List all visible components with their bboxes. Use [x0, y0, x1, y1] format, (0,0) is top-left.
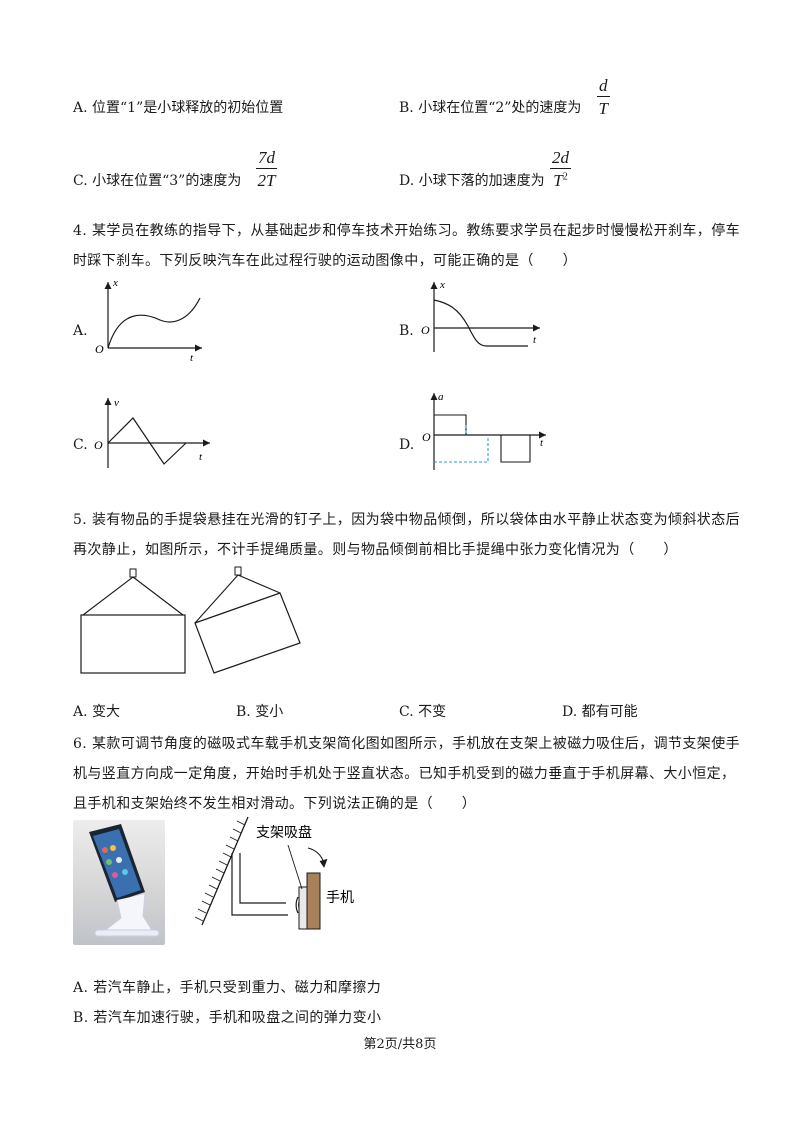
suction-cup	[295, 896, 299, 914]
q3-option-d-text: D. 小球下落的加速度为	[399, 173, 545, 189]
phone-block	[306, 872, 321, 930]
q4-graph-a-option-label: A.	[73, 323, 88, 339]
q6-option-a: A. 若汽车静止，手机只受到重力、磁力和摩擦力	[73, 980, 382, 996]
origin-label: O	[422, 430, 431, 444]
rope-left	[194, 574, 239, 624]
step-solid-positive	[434, 414, 467, 435]
fraction-denominator: 2T	[257, 171, 276, 190]
step-dashed-negative	[434, 435, 489, 463]
q4-graph-a: x t O	[95, 277, 202, 364]
mount-plate	[298, 886, 308, 930]
bracket-outer	[231, 853, 288, 916]
label-phone: 手机	[326, 890, 354, 906]
rope-left	[82, 576, 134, 616]
page-footer: 第2页/共8页	[363, 1037, 437, 1052]
bracket-inner	[239, 853, 286, 904]
q3-option-c-text: C. 小球在位置“3”的速度为	[73, 173, 242, 189]
q6-stem-line-1: 6. 某款可调节角度的磁吸式车载手机支架简化图如图所示，手机放在支架上被磁力吸住…	[73, 736, 741, 752]
x-axis-label: t	[190, 352, 194, 364]
y-axis-label: x	[439, 279, 445, 291]
q6-stem-line-3: 且手机和支架始终不发生相对滑动。下列说法正确的是（ ）	[73, 796, 477, 812]
q4-graph-c: v t O	[94, 397, 210, 468]
q4-graph-b-option-label: B.	[399, 323, 414, 339]
q4-stem-line-1: 4. 某学员在教练的指导下，从基础起步和停车技术开始练习。教练要求学员在起步时慢…	[73, 223, 741, 239]
bag-tilted	[194, 592, 301, 674]
y-axis-label: v	[114, 397, 119, 409]
dashboard-hatching	[194, 820, 246, 922]
q3-option-b-fraction: d T	[597, 77, 610, 117]
curve	[107, 297, 201, 349]
q3-option-c-fraction: 7d 2T	[256, 149, 277, 189]
q4-stem-line-2: 时踩下刹车。下列反映汽车在此过程行驶的运动图像中，可能正确的是（ ）	[73, 253, 577, 269]
phone-screen	[93, 829, 141, 898]
q5-option-d: D. 都有可能	[562, 704, 638, 720]
q6-stem-line-2: 机与竖直方向成一定角度，开始时手机处于竖直状态。已知手机受到的磁力垂直于手机屏幕…	[73, 766, 736, 782]
q3-option-b-text: B. 小球在位置“2”处的速度为	[399, 100, 582, 116]
q5-stem-line-2: 再次静止，如图所示，不计手提绳质量。则与物品倾倒前相比手提绳中张力变化情况为（ …	[73, 542, 678, 558]
label-leader-line	[287, 844, 303, 890]
rope-right	[237, 574, 281, 594]
q6-option-b: B. 若汽车加速行驶，手机和吸盘之间的弹力变小	[73, 1010, 382, 1026]
curve	[107, 417, 187, 465]
origin-label: O	[95, 342, 104, 356]
q4-graph-d-option-label: D.	[399, 437, 415, 453]
y-axis-label: a	[438, 391, 444, 403]
q5-stem-line-1: 5. 装有物品的手提袋悬挂在光滑的钉子上，因为袋中物品倾倒，所以袋体由水平静止状…	[73, 512, 741, 528]
label-mount: 支架吸盘	[256, 824, 312, 841]
fraction-numerator: 2d	[550, 148, 571, 169]
origin-label: O	[94, 438, 103, 452]
q5-option-a: A. 变大	[73, 704, 121, 720]
origin-label: O	[421, 323, 430, 337]
x-axis-label: t	[533, 334, 537, 346]
q3-option-d-fraction: 2d T2	[550, 149, 571, 189]
q5-option-b: B. 变小	[236, 704, 284, 720]
y-axis-label: x	[112, 277, 118, 289]
dashboard-surface	[201, 816, 249, 926]
curve	[433, 299, 528, 347]
q6-holder-diagram: 支架吸盘 手机	[194, 816, 354, 930]
q4-graph-b: x t O	[421, 279, 540, 352]
q4-graph-d: a t O	[422, 391, 546, 470]
rope-right	[132, 576, 184, 616]
phone-holder-photo	[73, 820, 165, 945]
phone-holder-photo-drawing	[89, 824, 160, 937]
x-axis-label: t	[199, 451, 203, 463]
q5-bag-diagram	[80, 566, 301, 674]
bag-horizontal	[80, 614, 186, 674]
q4-graph-c-option-label: C.	[73, 437, 88, 453]
q5-option-c: C. 不变	[399, 704, 447, 720]
fraction-denominator: T	[598, 99, 608, 118]
step-solid-negative	[500, 435, 531, 463]
x-axis-label: t	[540, 437, 544, 449]
nail-icon	[234, 566, 242, 576]
q3-option-a: A. 位置“1”是小球释放的初始位置	[73, 100, 284, 116]
fraction-numerator: d	[597, 76, 610, 97]
nail-icon	[129, 568, 137, 578]
stand-base	[101, 893, 154, 933]
fraction-denominator: T2	[553, 171, 568, 190]
fraction-numerator: 7d	[256, 148, 277, 169]
